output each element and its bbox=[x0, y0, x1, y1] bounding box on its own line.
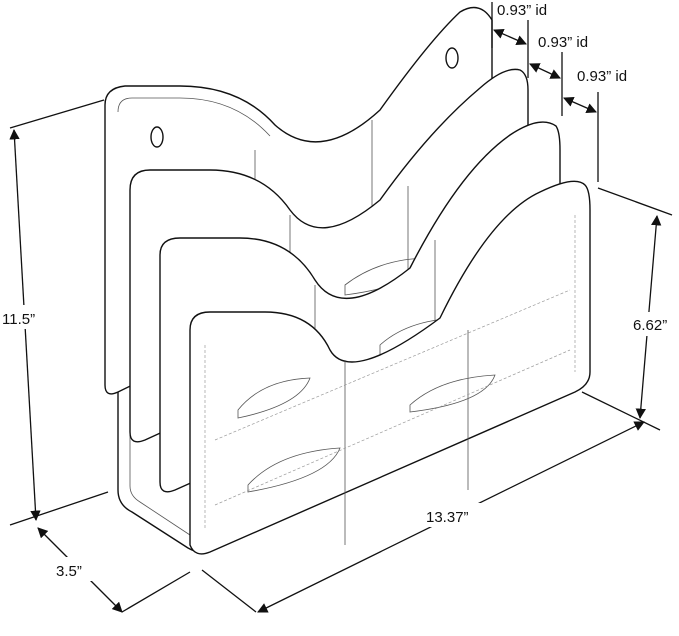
height-label: 11.5” bbox=[2, 311, 35, 328]
front-height-dimension bbox=[597, 187, 673, 420]
slot-1-label: 0.93” id bbox=[497, 2, 547, 19]
slot-3-label: 0.93” id bbox=[577, 68, 627, 85]
slot-dimensions bbox=[491, 2, 599, 182]
hanging-hole-left bbox=[150, 126, 164, 148]
slot-2-label: 0.93” id bbox=[538, 34, 588, 51]
width-label: 13.37” bbox=[426, 509, 469, 526]
front-height-label: 6.62” bbox=[633, 317, 667, 334]
hanging-hole-right bbox=[445, 47, 459, 69]
depth-label: 3.5” bbox=[56, 563, 82, 580]
